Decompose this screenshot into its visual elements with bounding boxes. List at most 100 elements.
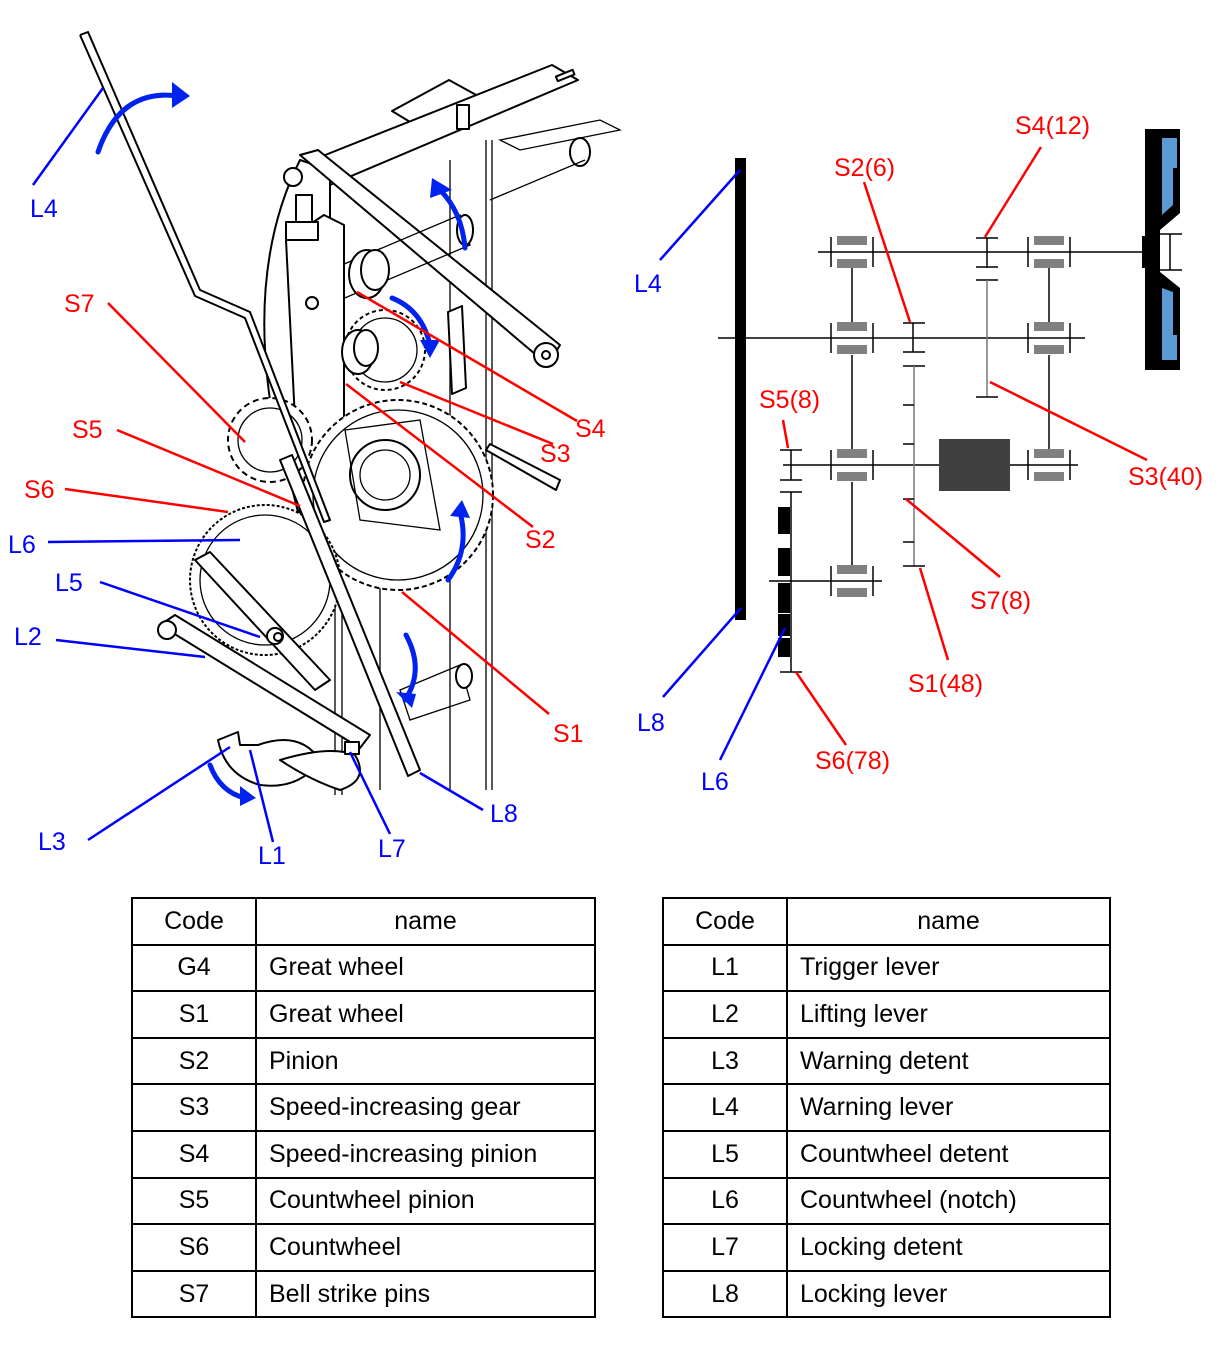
pinion-s4 [348, 249, 390, 299]
cell-code: S1 [131, 990, 257, 1039]
table-header-row: Code name [662, 897, 1111, 946]
cell-name: Warning detent [786, 1036, 1111, 1086]
bearing-symbol [830, 236, 874, 268]
label-s5: S5(8) [759, 386, 820, 414]
illustration-leaders [31, 87, 578, 843]
cell-name: Trigger lever [786, 943, 1111, 993]
leader-l3 [87, 745, 231, 842]
label-s1: S1(48) [908, 670, 983, 698]
gear-s5-s6 [778, 449, 802, 673]
leader-l6 [47, 538, 241, 544]
label-l6: L6 [8, 531, 36, 559]
cell-name: Great wheel [255, 990, 596, 1039]
cell-code: L8 [662, 1269, 788, 1319]
cell-name: Countwheel detent [786, 1129, 1111, 1179]
bearing-symbol [1027, 322, 1071, 354]
leader-l8 [419, 771, 484, 812]
leader-l5 [99, 580, 261, 639]
arrowhead [240, 786, 256, 806]
bearing-symbol [1027, 449, 1071, 481]
leader-s7 [905, 498, 1001, 578]
countwheel-notches [778, 507, 790, 657]
arrowhead [430, 178, 452, 198]
cell-name: Speed-increasing pinion [255, 1129, 596, 1179]
label-s4: S4(12) [1015, 112, 1090, 140]
label-s4: S4 [575, 415, 606, 443]
pinion-s2 [341, 329, 379, 375]
rotation-arrow-top [437, 187, 468, 251]
label-s3: S3 [540, 440, 571, 468]
leader-s2 [345, 383, 534, 528]
motor-block [939, 439, 1010, 491]
countwheel-notch-block [778, 638, 790, 657]
cell-code: L5 [662, 1129, 788, 1179]
cell-code: S6 [131, 1223, 257, 1272]
label-s6: S6(78) [815, 747, 890, 775]
illustration-labels: L4 S7 S5 S6 L6 L5 L2 L3 L1 L7 L8 S1 S2 S… [8, 195, 606, 870]
leader-s3 [399, 380, 554, 446]
header-code: Code [662, 897, 788, 946]
locking-lever-bar-l8 [735, 158, 746, 620]
label-s3: S3(40) [1128, 463, 1203, 491]
label-l4: L4 [634, 270, 662, 298]
countwheel-notch-block [778, 583, 790, 613]
header-code: Code [131, 897, 257, 946]
label-s6: S6 [24, 476, 55, 504]
leader-s2 [862, 181, 912, 323]
leader-s1 [918, 567, 950, 661]
arrowhead [420, 340, 440, 358]
countwheel-notch-block [778, 614, 790, 636]
schematic-leaders [659, 146, 1148, 761]
countwheel-detent-frame [194, 551, 331, 691]
label-l7: L7 [378, 835, 406, 863]
header-name: name [255, 897, 596, 946]
gear-s2-s1 [903, 322, 925, 567]
rotation-arrow-l4 [95, 92, 181, 155]
label-s1: S1 [553, 720, 584, 748]
leader-l4 [659, 169, 741, 261]
bearing-symbol [830, 449, 874, 481]
rotation-arrow-s1-lower [402, 632, 418, 703]
arrowhead [396, 692, 416, 708]
great-wheel-s1 [302, 399, 494, 591]
gear-train-schematic: L4 L8 L6 S2(6) S4(12) S5(8) S3(40) S7(8)… [634, 112, 1203, 796]
leader-l8 [662, 607, 742, 698]
warning-lever-l4 [79, 31, 331, 523]
cell-name: Great wheel [255, 943, 596, 993]
figure: L4 S7 S5 S6 L6 L5 L2 L3 L1 L7 L8 S1 S2 S… [8, 31, 1203, 870]
leader-l7 [348, 751, 392, 835]
leader-l2 [55, 638, 206, 659]
bearing-symbol [1027, 236, 1071, 268]
leader-s4 [356, 290, 578, 423]
label-l8: L8 [637, 709, 665, 737]
motion-arrows [95, 82, 470, 806]
leader-s5 [116, 428, 301, 508]
leader-l4 [31, 87, 105, 186]
cell-code: L4 [662, 1083, 788, 1132]
bearing-symbol [830, 322, 874, 354]
label-l6: L6 [701, 768, 729, 796]
label-s2: S2 [525, 526, 556, 554]
countwheel-notch-block [778, 507, 790, 534]
top-arm [299, 149, 561, 366]
label-l8: L8 [490, 800, 518, 828]
warning-detent-l3 [217, 731, 321, 787]
cell-name: Lifting lever [786, 990, 1111, 1039]
bell [1142, 129, 1182, 370]
rotation-arrow-s4 [389, 295, 433, 348]
cell-name: Warning lever [786, 1083, 1111, 1132]
leader-l6 [718, 627, 787, 761]
leader-s6 [64, 487, 229, 514]
schematic-labels: L4 L8 L6 S2(6) S4(12) S5(8) S3(40) S7(8)… [634, 112, 1203, 796]
label-l4: L4 [30, 195, 58, 223]
